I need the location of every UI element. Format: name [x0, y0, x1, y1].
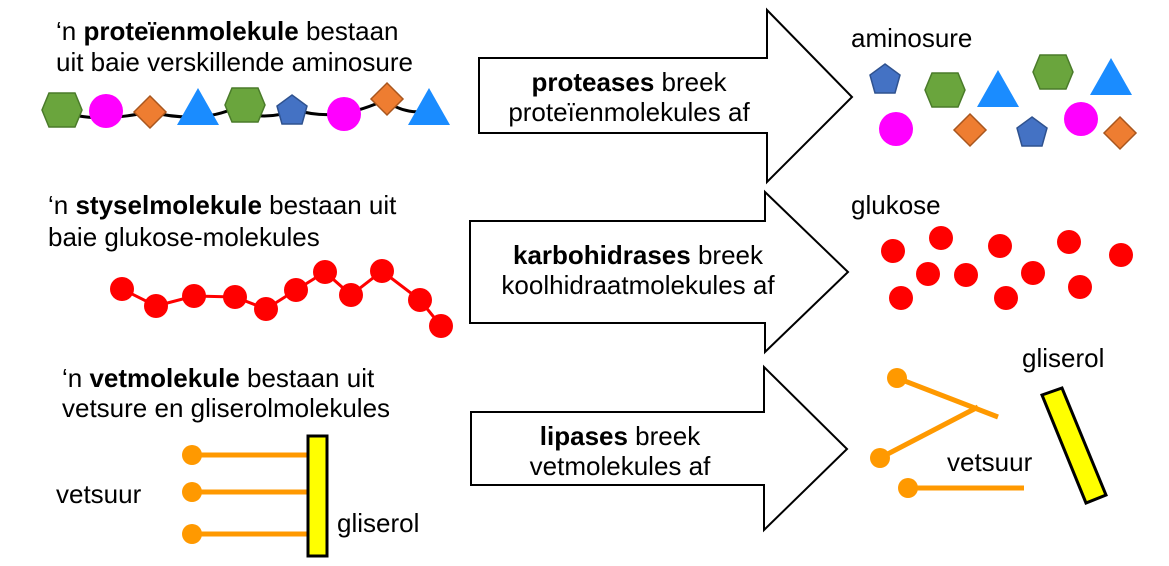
- fatty-acid-chain: [878, 404, 980, 461]
- fat-description-line1: ‘n vetmolekule bestaan uit: [62, 363, 374, 393]
- glucose-molecule: [1057, 230, 1081, 254]
- hexagon-amino-acid: [1032, 54, 1074, 90]
- fatty-acid-head: [898, 478, 918, 498]
- text-prefix: ‘n: [48, 190, 76, 220]
- circle-amino-acid: [879, 112, 913, 146]
- starch-description-line2: baie glukose-molekules: [48, 222, 320, 252]
- arrow-label-line2: vetmolekules af: [529, 451, 711, 481]
- product-fatty-acid-label: vetsuur: [947, 447, 1033, 477]
- arrow-label-line1: karbohidrases breek: [478, 240, 798, 270]
- pentagon-amino-acid: [1016, 116, 1048, 147]
- arrow-verb: breek: [654, 67, 727, 97]
- fatty-acid-head: [870, 448, 890, 468]
- arrow-label-line2: koolhidraatmolekules af: [501, 270, 775, 300]
- circle-amino-acid: [1064, 102, 1098, 136]
- diamond-amino-acid: [953, 113, 987, 147]
- fat-molecule-term: vetmolekule: [89, 363, 240, 393]
- glucose-molecule: [889, 286, 913, 310]
- triangle-amino-acid: [1090, 58, 1132, 95]
- glucose-molecule: [110, 277, 134, 301]
- fatty-acid-head: [182, 524, 202, 544]
- diamond-amino-acid: [370, 82, 404, 116]
- enzyme-name: lipases: [539, 421, 628, 451]
- text-suffix: bestaan uit: [239, 363, 375, 393]
- glucose-molecule: [954, 263, 978, 287]
- hexagon-amino-acid: [924, 72, 966, 108]
- glucose-molecule: [881, 239, 905, 263]
- text-suffix: bestaan: [298, 16, 399, 46]
- glucose-molecule: [429, 314, 453, 338]
- glycerol-bar: [306, 434, 329, 558]
- glucose-molecule: [929, 226, 953, 250]
- circle-amino-acid: [89, 94, 123, 128]
- glucose-molecule: [916, 262, 940, 286]
- fatty-acid-chain: [896, 375, 999, 420]
- fatty-acid-head: [182, 445, 202, 465]
- enzyme-name: proteases: [531, 67, 655, 97]
- enzyme-name: karbohidrases: [512, 240, 691, 270]
- glucose-label: glukose: [851, 190, 941, 220]
- diamond-amino-acid: [133, 95, 167, 129]
- fatty-acid-head: [887, 368, 907, 388]
- arrow-label-line1: proteases breek: [494, 67, 764, 97]
- arrow-lipases-label: lipases breek vetmolekules af: [500, 421, 740, 481]
- arrow-label-line2: proteïenmolekules af: [508, 97, 750, 127]
- arrow-carbohydrases-label: karbohidrases breek koolhidraatmolekules…: [478, 240, 798, 300]
- glucose-molecule: [182, 284, 206, 308]
- hexagon-amino-acid: [41, 92, 83, 128]
- glucose-molecule: [1109, 243, 1133, 267]
- glucose-molecule: [1021, 261, 1045, 285]
- arrow-proteases-label: proteases breek proteïenmolekules af: [494, 67, 764, 127]
- glucose-molecule: [339, 283, 363, 307]
- diamond-amino-acid: [1103, 116, 1137, 150]
- arrow-lipases: [470, 364, 849, 533]
- amino-acids-free: [869, 54, 1137, 150]
- protein-molecule-term: proteïenmolekule: [83, 16, 299, 46]
- glycerol-bar: [1040, 386, 1108, 505]
- circle-amino-acid: [327, 97, 361, 131]
- text-prefix: ‘n: [62, 363, 90, 393]
- pentagon-amino-acid: [869, 63, 901, 94]
- glucose-molecule: [284, 278, 308, 302]
- fat-products: [870, 368, 1108, 505]
- arrow-verb: breek: [690, 240, 763, 270]
- starch-backbone: [121, 269, 443, 327]
- arrow-label-line1: lipases breek: [500, 421, 740, 451]
- arrow-proteases: [478, 7, 854, 185]
- protein-chain: [41, 82, 450, 131]
- starch-chain: [110, 259, 453, 338]
- glucose-molecule: [1068, 275, 1092, 299]
- glucose-molecule: [313, 260, 337, 284]
- arrow-verb: breek: [627, 421, 701, 451]
- fatty-acid-head: [182, 482, 202, 502]
- triangle-amino-acid: [177, 88, 219, 125]
- protein-description-line2: uit baie verskillende aminosure: [56, 47, 413, 77]
- fat-molecule: [182, 434, 329, 558]
- product-glycerol-label: gliserol: [1022, 343, 1105, 373]
- glucose-molecule: [988, 234, 1012, 258]
- glucose-molecule: [254, 297, 278, 321]
- glucose-free: [881, 226, 1133, 310]
- triangle-amino-acid: [408, 88, 450, 125]
- text-suffix: bestaan uit: [261, 190, 397, 220]
- pentagon-amino-acid: [276, 94, 308, 125]
- protein-description-line1: ‘n proteïenmolekule bestaan: [56, 16, 399, 46]
- glucose-molecule: [370, 259, 394, 283]
- starch-description-line1: ‘n styselmolekule bestaan uit: [48, 190, 396, 220]
- arrow-carbohydrases: [469, 189, 850, 355]
- glucose-molecule: [408, 288, 432, 312]
- triangle-amino-acid: [977, 70, 1019, 107]
- glycerol-label: gliserol: [337, 508, 420, 538]
- starch-molecule-term: styselmolekule: [75, 190, 262, 220]
- hexagon-amino-acid: [224, 87, 266, 123]
- fat-description-line2: vetsure en gliserolmolekules: [62, 393, 391, 423]
- glucose-molecule: [144, 294, 168, 318]
- glucose-molecule: [994, 286, 1018, 310]
- fatty-acid-label: vetsuur: [56, 479, 142, 509]
- glucose-molecule: [223, 285, 247, 309]
- text-prefix: ‘n: [56, 16, 84, 46]
- amino-acids-label: aminosure: [851, 23, 973, 53]
